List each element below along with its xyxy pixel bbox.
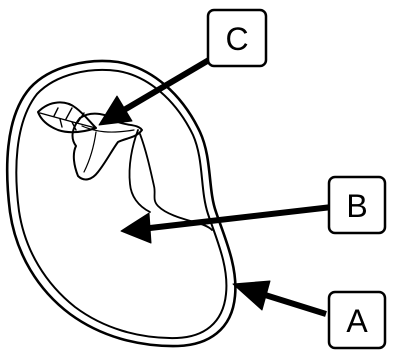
label-b: B [346,188,367,224]
label-c-group: C [208,10,266,66]
embryo-outline [140,134,212,230]
arrows [99,57,332,314]
arrow-b-head [121,213,151,243]
arrow-c-shaft [124,57,214,110]
embryo-root-edge [129,130,150,212]
arrow-a-head [233,281,270,310]
label-b-group: B [329,177,385,233]
label-c: C [225,21,248,57]
label-a-group: A [329,292,385,348]
embryo-leaf-veins [82,126,134,172]
arrow-a-shaft [262,294,326,314]
label-a: A [346,303,368,339]
